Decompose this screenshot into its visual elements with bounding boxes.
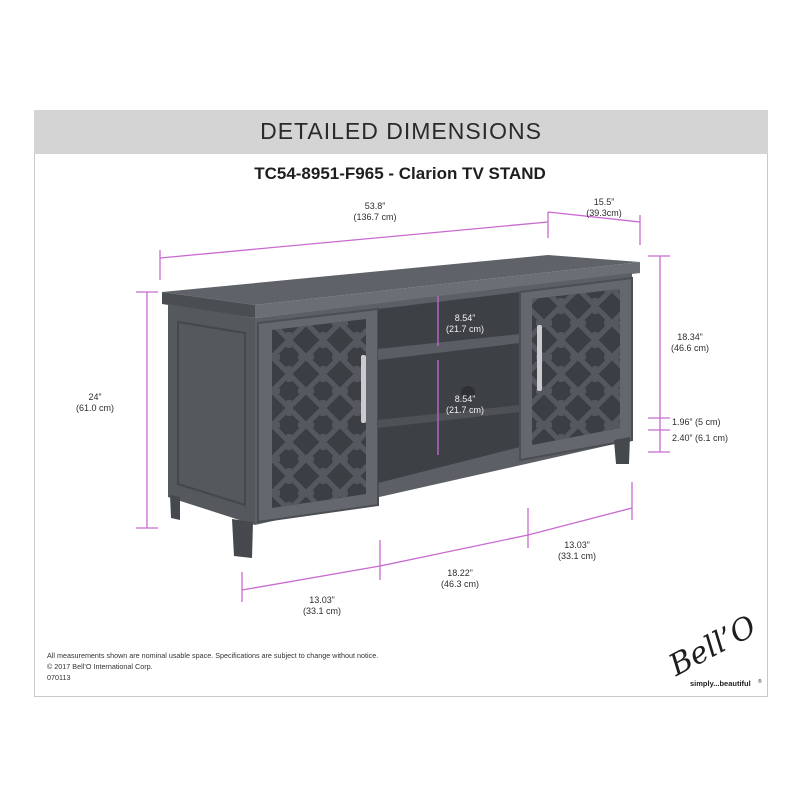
footer-disclaimer: All measurements shown are nominal usabl…	[47, 651, 379, 660]
right-section-dimension-line	[527, 507, 633, 536]
model-title: TC54-8951-F965 - Clarion TV STAND	[254, 164, 546, 183]
center-section-dimension-line	[379, 534, 529, 567]
leg-height-label: 2.40” (6.1 cm)	[672, 433, 728, 443]
bello-logo: Bell’O simply...beautiful ®	[660, 609, 770, 692]
footer-code: 070113	[47, 673, 71, 682]
logo-wordmark: Bell’O	[663, 612, 763, 684]
cabinet-height-metric-label: (46.6 cm)	[671, 343, 709, 353]
registered-mark-icon: ®	[758, 678, 762, 685]
stand-top-front-edge	[255, 262, 640, 318]
width-dimension-line	[159, 221, 549, 259]
left-section-dimension-line	[241, 565, 381, 591]
lower-shelf-metric-label: (21.7 cm)	[446, 405, 484, 415]
leg-front-left	[232, 519, 253, 558]
top-thickness-label: 1.96” (5 cm)	[672, 417, 721, 427]
leg-front-right	[614, 437, 630, 464]
banner-title: DETAILED DIMENSIONS	[260, 118, 542, 144]
cable-hole-icon	[461, 386, 475, 400]
depth-metric-label: (39.3cm)	[586, 208, 622, 218]
upper-shelf-metric-label: (21.7 cm)	[446, 324, 484, 334]
right-section-metric-label: (33.1 cm)	[558, 551, 596, 561]
cabinet-height-imperial-label: 18.34”	[677, 332, 703, 342]
dimension-labels: 53.8” (136.7 cm) 15.5” (39.3cm) 24” (61.…	[76, 197, 728, 616]
lower-shelf-imperial-label: 8.54”	[455, 394, 476, 404]
center-section-imperial-label: 18.22”	[447, 568, 473, 578]
bello-logo-mark: Bell’O simply...beautiful ®	[663, 609, 763, 688]
depth-dimension-line	[547, 211, 641, 223]
right-door-lattice	[532, 289, 620, 445]
footer-copyright: © 2017 Bell’O International Corp.	[47, 662, 153, 671]
right-door-handle	[537, 325, 542, 391]
left-door-lattice	[272, 319, 366, 508]
height-imperial-label: 24”	[88, 392, 101, 402]
stand-side-panel	[168, 304, 255, 525]
center-section-metric-label: (46.3 cm)	[441, 579, 479, 589]
width-imperial-label: 53.8”	[365, 201, 386, 211]
center-shelf	[378, 334, 520, 360]
width-metric-label: (136.7 cm)	[353, 212, 396, 222]
stand-top-side-edge	[162, 292, 255, 318]
tv-stand-illustration	[162, 255, 640, 558]
depth-imperial-label: 15.5”	[594, 197, 615, 207]
dimension-lines	[136, 211, 670, 602]
logo-tagline: simply...beautiful	[690, 679, 751, 688]
side-panel-inset	[177, 320, 246, 507]
left-section-imperial-label: 13.03”	[309, 595, 335, 605]
title-banner: DETAILED DIMENSIONS	[34, 110, 768, 154]
leg-back-left	[170, 495, 180, 520]
center-lower-back	[378, 405, 520, 428]
upper-shelf-imperial-label: 8.54”	[455, 313, 476, 323]
height-metric-label: (61.0 cm)	[76, 403, 114, 413]
left-section-metric-label: (33.1 cm)	[303, 606, 341, 616]
left-door-handle	[361, 355, 366, 423]
stand-top	[162, 255, 640, 305]
right-section-imperial-label: 13.03”	[564, 540, 590, 550]
